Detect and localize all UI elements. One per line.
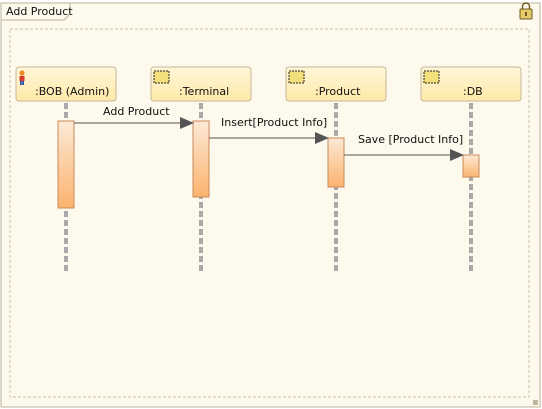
class-icon	[288, 70, 305, 84]
lock-icon[interactable]	[519, 2, 533, 20]
class-icon	[423, 70, 440, 84]
lifeline-header-product[interactable]: :Product	[285, 66, 387, 102]
lifeline-label-product: :Product	[315, 85, 361, 98]
interaction-boundary	[9, 28, 530, 398]
class-icon	[153, 70, 170, 84]
lifeline-label-db: :DB	[463, 85, 483, 98]
lifeline-header-bob[interactable]: :BOB (Admin)	[15, 66, 117, 102]
lifeline-header-db[interactable]: :DB	[420, 66, 522, 102]
activation-bar-product[interactable]	[327, 137, 345, 188]
message-label: Insert[Product Info]	[221, 116, 327, 129]
message-save-product-info[interactable]: Save [Product Info]	[344, 133, 464, 161]
message-label: Save [Product Info]	[358, 133, 463, 146]
activation-bar-terminal[interactable]	[192, 120, 210, 198]
activation-bar-bob[interactable]	[57, 120, 75, 209]
lifeline-header-terminal[interactable]: :Terminal	[150, 66, 252, 102]
resize-handle[interactable]	[533, 400, 538, 405]
message-add-product[interactable]: Add Product	[74, 105, 194, 129]
message-insert-product-info[interactable]: Insert[Product Info]	[209, 116, 329, 144]
actor-icon	[19, 70, 25, 85]
message-label: Add Product	[103, 105, 170, 118]
diagram-title: Add Product	[6, 5, 73, 18]
title-tab[interactable]	[0, 2, 71, 21]
lifeline-label-bob: :BOB (Admin)	[35, 85, 109, 98]
activation-bar-db[interactable]	[462, 154, 480, 178]
lifeline-label-terminal: :Terminal	[179, 85, 229, 98]
